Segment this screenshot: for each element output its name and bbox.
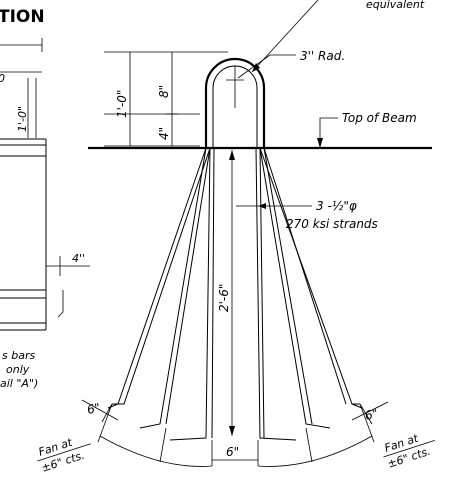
equivalent-label: equivalent: [366, 0, 425, 11]
dim-8: 8": [157, 85, 171, 98]
dim-6-right: 6": [363, 406, 379, 423]
left-dim-4: 4'': [72, 252, 85, 265]
note-line1: s bars: [2, 349, 35, 362]
left-partial-elevation: 0 1'-0" 4'' s bars only ail "A"): [0, 38, 90, 390]
note-line3: ail "A"): [0, 377, 38, 390]
strands-callout: 3 -½"φ 270 ksi strands: [236, 199, 378, 231]
strands-line1: 3 -½"φ: [316, 199, 357, 213]
strand-loop: 3'' Rad.: [204, 49, 345, 148]
section-title: TION: [0, 7, 45, 27]
dim-1-0: 1'-0": [115, 90, 129, 118]
bottom-dimensions: 6" 6" 6": [81, 399, 389, 467]
fanned-strands: [107, 147, 363, 441]
dim-2-6: 2'-6": [217, 284, 231, 312]
radius-label: 3'' Rad.: [300, 49, 345, 63]
dim-6-left: 6": [86, 401, 102, 417]
top-of-beam: Top of Beam: [88, 111, 432, 150]
length-dimension: 2'-6": [217, 150, 235, 436]
note-line2: only: [6, 363, 30, 376]
dim-6-center: 6": [226, 445, 239, 459]
left-dim-0: 0: [0, 72, 5, 85]
strands-line2: 270 ksi strands: [286, 217, 378, 231]
left-dim-1-0: 1'-0": [16, 106, 29, 132]
top-of-beam-label: Top of Beam: [342, 111, 417, 125]
dim-4-vertical: 4": [157, 127, 171, 140]
loop-height-dimensions: 1'-0" 8" 4": [104, 51, 228, 147]
